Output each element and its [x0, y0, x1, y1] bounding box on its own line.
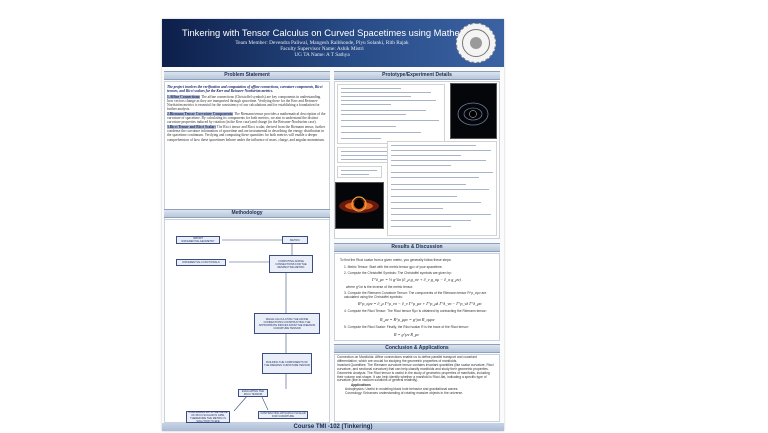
prototype-heading: Prototype/Experiment Details: [334, 71, 500, 80]
results-step-1: 1. Metric Tensor: Start with the metric …: [344, 265, 443, 269]
poster-header: Tinkering with Tensor Calculus on Curved…: [162, 19, 504, 67]
formula-ricci-scalar: R = g^μν R_μν: [394, 332, 419, 337]
results-step-4: 4. Compute the Ricci Tensor: The Ricci t…: [344, 309, 487, 313]
flow-node-affine: COMPUTING AFFINE CONNECTIONS FOR THE RES…: [269, 255, 313, 273]
flow-node-riemann: BUILDING THE COMPONENTS OF THE RIEMANN C…: [262, 353, 312, 374]
code-screenshot-1: [337, 84, 445, 144]
ricci-text: The Ricci tensor and Ricci scalar, deriv…: [167, 124, 325, 142]
conclusion-connection: Connection on Manifolds: Affine connecti…: [337, 355, 477, 363]
university-seal-icon: [456, 23, 496, 63]
problem-statement-text: The project involves the verification an…: [167, 85, 327, 219]
problem-statement-heading: Problem Statement: [164, 71, 330, 80]
formula-riemann: R^ρ_σμν = ∂_μ Γ^ρ_νσ − ∂_ν Γ^ρ_μσ + Γ^ρ_…: [358, 301, 482, 306]
application-astrophysics: Astrophysics: Useful in modeling black h…: [345, 387, 459, 392]
conclusion-text: Connection on Manifolds: Affine connecti…: [337, 355, 497, 396]
results-heading: Results & Discussion: [334, 243, 500, 252]
applications-title: Applications: [351, 383, 371, 388]
results-step-2-note: where g^λσ is the inverse of the metric …: [346, 285, 414, 289]
flow-node-ricci-tensor: EVALUATING THE RICCI TENSOR: [238, 389, 268, 397]
faculty-supervisor: Faculty Supervisor Name: Ashik Mistri: [280, 46, 364, 52]
flow-node-confirm: CONFIRMING WITH THE VALUE OF RICCI SCALA…: [186, 411, 230, 423]
ta-name: UG TA Name: A T Sathya: [294, 52, 350, 58]
riemann-label: 2.Riemann Tensor Curvature Components:: [167, 111, 234, 116]
poster-footer: Course TMI -102 (Tinkering): [162, 423, 504, 431]
conclusion-invariants: Invariant Quantities: The Riemann curvat…: [337, 362, 494, 371]
ricci-label: 3.Ricci Tensor and Ricci Scalar:: [167, 124, 216, 129]
flow-node-indices: WHILE CALCULATING THE AFFINE CONNECTIONS…: [254, 313, 320, 334]
black-hole-render-2: [335, 182, 384, 229]
flow-node-import: IMPORT DIFFERENTIALGEOMETRY: [176, 236, 220, 244]
code-screenshot-3: [337, 166, 382, 178]
flow-node-functionals: DIFFERENTIAL FUNCTIONALS: [176, 259, 226, 266]
black-hole-render-1: [450, 83, 497, 139]
affine-label: 1.Affine Connections:: [167, 94, 201, 99]
conclusion-box: [334, 354, 500, 422]
problem-intro: The project involves the verification an…: [167, 85, 323, 94]
results-intro: To find the Ricci scalar from a given me…: [340, 258, 452, 262]
results-step-5: 5. Compute the Ricci Scalar: Finally, th…: [344, 325, 469, 329]
flow-node-contract: CONTRACTING WITH RICCI SCALAR FOR CURVAT…: [258, 411, 308, 419]
code-screenshot-4: [387, 141, 497, 236]
flowchart-arrows: [222, 239, 293, 412]
riemann-text: The Riemann tensor provides a mathematic…: [167, 111, 326, 125]
poster-title: Tinkering with Tensor Calculus on Curved…: [182, 27, 462, 38]
formula-ricci-tensor: R_μν = R^ρ_μρν = g^ρσ R_σμρν: [380, 317, 435, 322]
conclusion-heading: Conclusion & Applications: [334, 344, 500, 353]
flow-node-metric: METRIC: [282, 236, 308, 244]
results-step-2: 2. Compute the Christoffel Symbols: The …: [344, 271, 452, 275]
application-cosmology: Cosmology: Enhances understanding of rot…: [345, 391, 464, 396]
methodology-heading: Methodology: [164, 209, 330, 218]
poster: Tinkering with Tensor Calculus on Curved…: [162, 19, 504, 431]
formula-christoffel: Γ^λ_μν = ½ g^λσ (∂_μ g_σν + ∂_ν g_σμ − ∂…: [372, 277, 461, 282]
results-step-3: 3. Compute the Riemann Curvature Tensor:…: [344, 291, 487, 300]
conclusion-geometric: Geometric Analysis: The Ricci tensor is …: [337, 370, 490, 383]
team-members: Team Member: Devendra Paliwal, Mangesh R…: [235, 40, 409, 46]
results-box: [334, 253, 500, 341]
affine-text: The affine connections (Christoffel symb…: [167, 94, 321, 112]
